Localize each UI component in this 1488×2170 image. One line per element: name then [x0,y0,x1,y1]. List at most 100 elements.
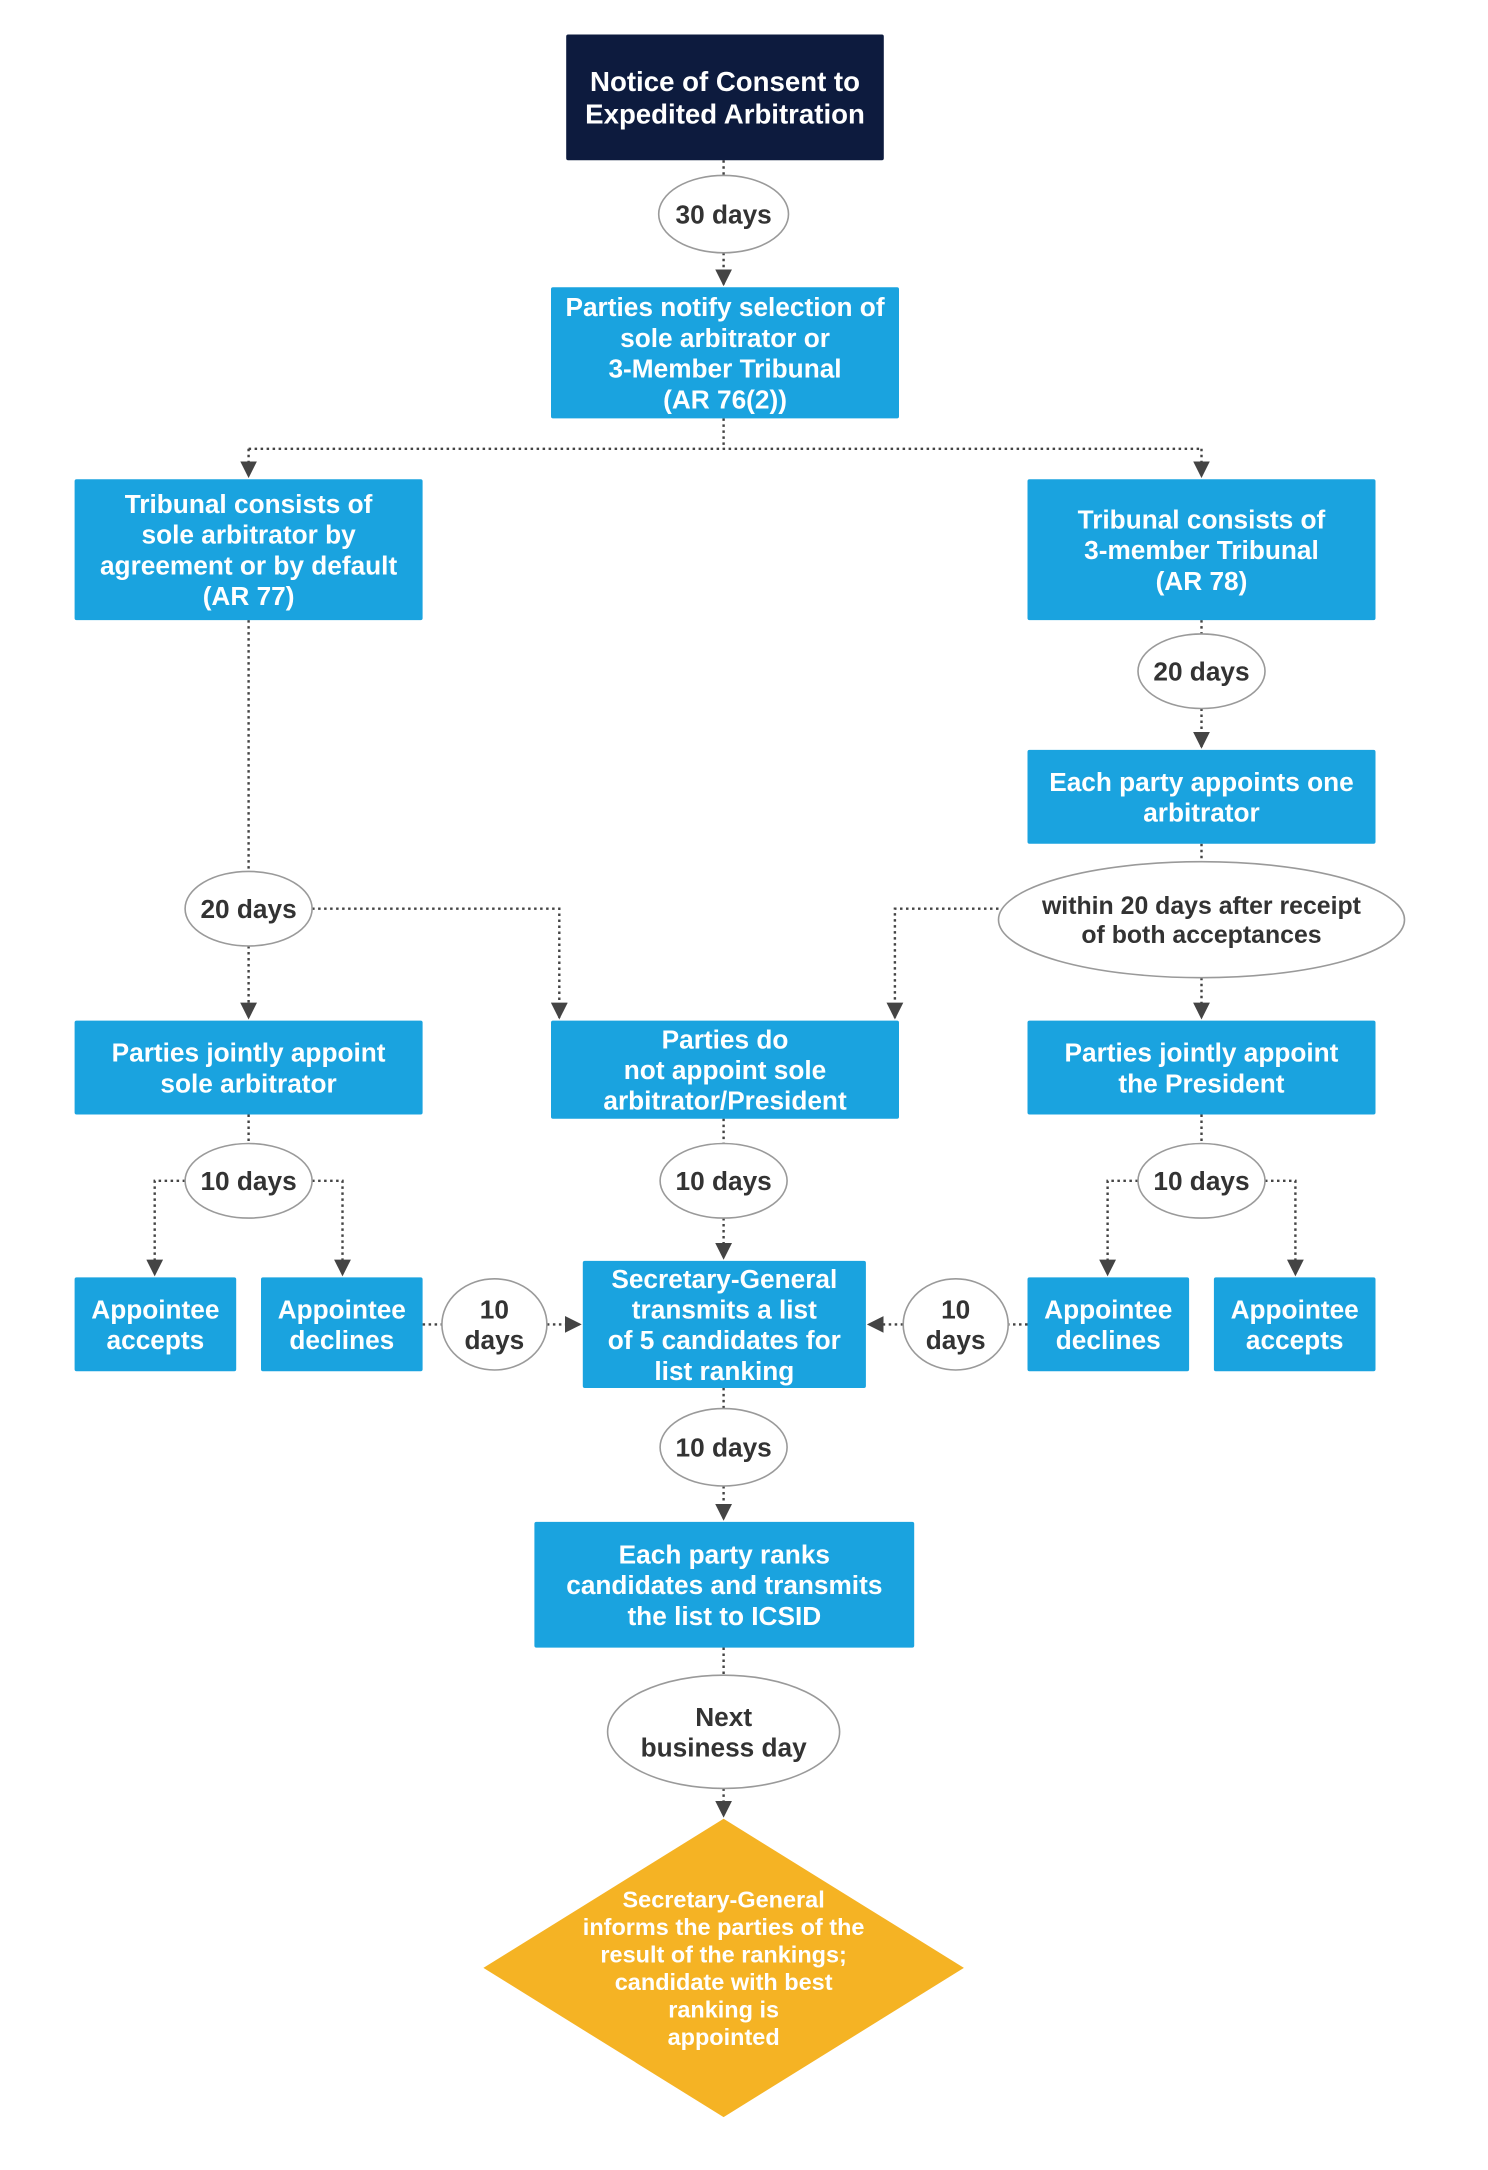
node-notify-line: sole arbitrator or [620,323,830,353]
node-declines-left-line: Appointee [278,1295,406,1325]
node-declines-left-shape [261,1277,423,1372]
timing-t-10-left-text: 10 days [200,1166,296,1196]
connector-15 [146,1179,186,1277]
timing-t-10-left-shape [184,1142,313,1219]
timing-t-10-right-line: 10 days [1153,1166,1249,1196]
timing-t-20-right-line: 20 days [1153,657,1249,687]
timing-t-10-left-line: 10 days [200,1166,296,1196]
node-not-appoint-line: Parties do [662,1024,789,1054]
node-three-line: Tribunal consists of [1078,504,1326,534]
timing-t-10-lower-line: 10 days [676,1433,772,1463]
timing-t-10-center-text: 10 days [676,1166,772,1196]
timing-t-20-left-shape [184,870,313,947]
node-final-shape [483,1818,964,2118]
timing-t-next-shape [606,1674,841,1790]
node-notify-line: (AR 76(2)) [663,384,787,414]
timing-t-10-lower-text: 10 days [676,1433,772,1463]
timing-t-20-left-line: 20 days [200,894,296,924]
node-declines-left-line: declines [289,1325,394,1355]
timing-t-within-shape [997,860,1406,979]
timing-t-20-left-text: 20 days [200,894,296,924]
timing-t-30: 30 days [657,174,790,254]
node-sole-line: agreement or by default [100,550,397,580]
node-joint-sole-line: Parties jointly appoint [112,1038,386,1068]
node-three-shape [1027,479,1376,621]
node-declines-right-line: Appointee [1044,1295,1172,1325]
timing-t-10-right: 10 days [1137,1142,1266,1219]
timing-t-10-side-left-line: days [465,1325,525,1355]
node-final-line: result of the rankings; [600,1942,846,1968]
node-sg-list-line: list ranking [654,1356,794,1386]
node-accepts-left-shape [74,1277,237,1372]
connector-13 [886,907,999,1020]
node-notify-shape [551,287,899,419]
node-joint-president-line: Parties jointly appoint [1065,1038,1339,1068]
node-three-line: 3-member Tribunal [1084,535,1319,565]
timing-t-10-side-left-line: 10 [480,1295,509,1325]
timing-t-10-side-right-line: 10 [941,1295,970,1325]
node-accepts-left-line: Appointee [91,1295,219,1325]
node-start-shape [566,34,884,161]
node-start-line: Notice of Consent to [590,66,860,97]
node-final-line: candidate with best [615,1969,833,1995]
timing-t-10-center-line: 10 days [676,1166,772,1196]
node-each-appoints-line: Each party appoints one [1049,767,1354,797]
node-start-line: Expedited Arbitration [585,99,865,130]
node-each-appoints-shape [1027,749,1376,844]
node-final-line: ranking is [668,1997,779,2023]
timing-t-within-line: within 20 days after receipt [1041,893,1361,920]
node-joint-sole-shape [74,1020,423,1115]
timing-t-10-right-text: 10 days [1153,1166,1249,1196]
timing-t-10-side-right-line: days [926,1325,986,1355]
node-sole-line: Tribunal consists of [125,489,373,519]
connector-21 [1265,1179,1304,1277]
connector-20 [1099,1179,1138,1277]
node-joint-sole-line: sole arbitrator [160,1068,336,1098]
node-sole-line: sole arbitrator by [141,520,356,550]
node-sg-list-line: of 5 candidates for [608,1325,841,1355]
node-joint-president-shape [1027,1020,1376,1115]
node-not-appoint-line: arbitrator/President [603,1086,847,1116]
timing-t-30-line: 30 days [676,200,772,230]
timing-t-within-line: of both acceptances [1081,922,1321,949]
timing-t-20-right: 20 days [1137,633,1266,710]
node-final-line: informs the parties of the [583,1914,865,1940]
connector-8 [312,907,568,1020]
node-final-line: appointed [668,2024,780,2050]
node-sg-list-line: Secretary-General [611,1264,837,1294]
node-sole-line: (AR 77) [203,581,295,611]
node-declines-right-line: declines [1056,1325,1161,1355]
node-accepts-right-line: Appointee [1231,1295,1359,1325]
timing-t-10-side-right-shape [902,1278,1010,1371]
node-declines-right-shape [1027,1277,1190,1372]
timing-t-10-center-shape [659,1142,788,1219]
